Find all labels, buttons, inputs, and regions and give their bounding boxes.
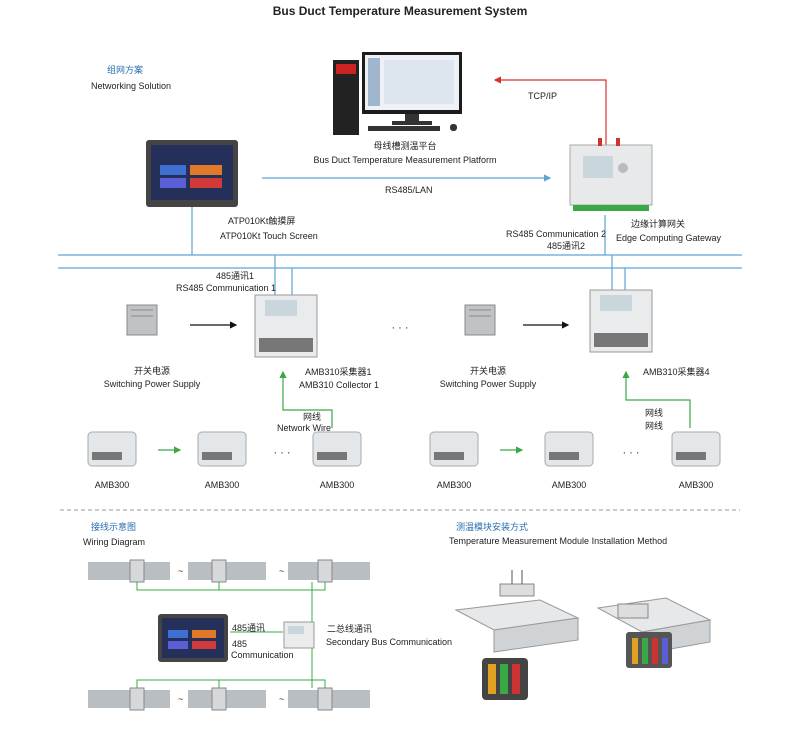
ellipsis-sensors-left: · · · xyxy=(273,447,291,459)
network-wire-en: Network Wire xyxy=(277,423,332,433)
power-supply-left-cn: 开关电源 xyxy=(133,366,171,376)
collector1-label-cn: AMB310采集器1 xyxy=(305,367,372,377)
sensor-6 xyxy=(671,431,721,467)
gateway-label-en: Edge Computing Gateway xyxy=(616,233,722,243)
collector4-label-cn: AMB310采集器4 xyxy=(643,367,710,377)
collector-1-device xyxy=(254,294,318,358)
power-supply-right-en: Switching Power Supply xyxy=(439,379,537,389)
platform-label-en: Bus Duct Temperature Measurement Platfor… xyxy=(313,155,497,165)
touch-screen-label-cn: ATP010Kt触摸屏 xyxy=(228,216,296,226)
page-title: Bus Duct Temperature Measurement System xyxy=(272,4,528,18)
wiring-collector xyxy=(283,621,315,649)
install-label-cn: 测温模块安装方式 xyxy=(456,522,529,532)
install-illustration-right xyxy=(596,597,712,668)
comm485-label-en1: 485 xyxy=(232,639,248,649)
sensor-5 xyxy=(544,431,594,467)
wiring-label-en: Wiring Diagram xyxy=(83,537,146,547)
secondary-bus-en: Secondary Bus Communication xyxy=(326,637,453,647)
network-wire-right-2: 网线 xyxy=(645,421,664,431)
sensor-4 xyxy=(429,431,479,467)
sensor-label-2: AMB300 xyxy=(204,480,240,490)
comm485-label-cn: 485通讯 xyxy=(232,623,266,633)
touch-screen-label-en: ATP010Kt Touch Screen xyxy=(220,231,318,241)
power-supply-right xyxy=(464,304,496,336)
sensor-2 xyxy=(197,431,247,467)
sensor-3 xyxy=(312,431,362,467)
wiring-touch-screen xyxy=(158,614,228,662)
computer-icon xyxy=(333,52,462,135)
wiring-busbars xyxy=(88,559,370,711)
gateway-device xyxy=(569,138,653,211)
wiring-label-cn: 接线示意图 xyxy=(91,522,137,532)
install-illustration-left xyxy=(454,570,580,700)
networking-label-cn: 组网方案 xyxy=(107,65,144,75)
sensor-1 xyxy=(87,431,137,467)
platform-label-cn: 母线槽测温平台 xyxy=(373,141,437,151)
comm485-label-en2: Communication xyxy=(231,650,294,660)
tilde-bottom-2: ~ xyxy=(279,694,285,704)
power-supply-left-en: Switching Power Supply xyxy=(103,379,201,389)
power-supply-left xyxy=(126,304,158,336)
tcpip-label: TCP/IP xyxy=(528,91,558,101)
sensor-label-4: AMB300 xyxy=(436,480,472,490)
sensor-label-1: AMB300 xyxy=(94,480,130,490)
ellipsis-collectors: · · · xyxy=(391,322,409,334)
tilde-top-2: ~ xyxy=(279,566,285,576)
secondary-bus-cn: 二总线通讯 xyxy=(327,624,373,634)
sensor-label-3: AMB300 xyxy=(319,480,355,490)
gateway-label-cn: 边缘计算网关 xyxy=(631,219,686,229)
ellipsis-sensors-right: · · · xyxy=(622,447,640,459)
comm1-label-en: RS485 Communication 1 xyxy=(176,283,277,293)
networking-label-en: Networking Solution xyxy=(91,81,172,91)
tcpip-arrow xyxy=(493,76,607,148)
gateway-comm-cn: 485通讯2 xyxy=(547,241,586,251)
tilde-top-1: ~ xyxy=(178,566,184,576)
network-wire-right-1: 网线 xyxy=(645,408,664,418)
gateway-comm-en: RS485 Communication 2 xyxy=(506,229,607,239)
rs485-lan-label: RS485/LAN xyxy=(385,185,433,195)
sensor-label-6: AMB300 xyxy=(678,480,714,490)
install-label-en: Temperature Measurement Module Installat… xyxy=(449,536,668,546)
network-wire-cn: 网线 xyxy=(303,412,322,422)
collector-4-device xyxy=(589,289,653,353)
comm1-label-cn: 485通讯1 xyxy=(216,271,255,281)
power-supply-right-cn: 开关电源 xyxy=(469,366,507,376)
sensor-label-5: AMB300 xyxy=(551,480,587,490)
tilde-bottom-1: ~ xyxy=(178,694,184,704)
touch-screen-device xyxy=(146,140,238,207)
collector1-label-en: AMB310 Collector 1 xyxy=(299,380,380,390)
